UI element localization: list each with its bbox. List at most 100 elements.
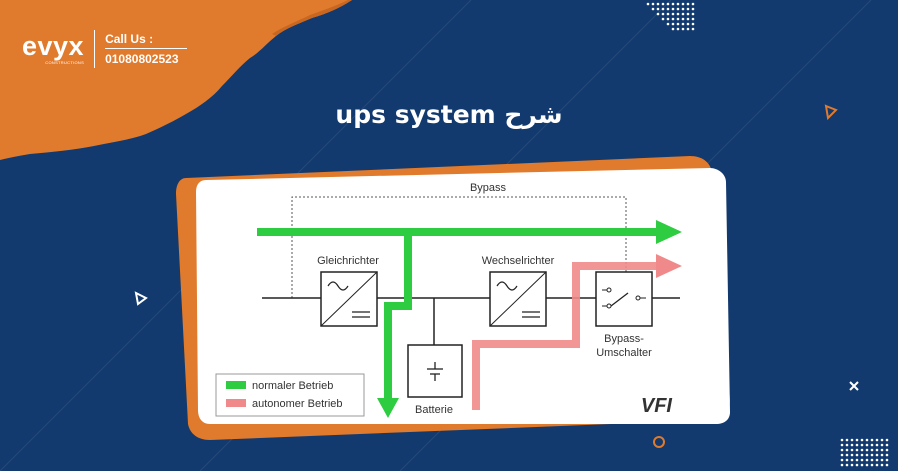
dot: [840, 448, 844, 452]
dot: [860, 458, 864, 462]
dot: [885, 438, 889, 442]
bypass-switch-block: [595, 271, 653, 327]
autonomous-path-arrow: [472, 262, 660, 410]
orange-torn-shape: [0, 0, 352, 160]
legend-label-normal: normaler Betrieb: [252, 380, 333, 392]
dot: [855, 448, 859, 452]
dot: [845, 438, 849, 442]
dot: [885, 443, 889, 447]
dot: [686, 2, 690, 6]
dot: [676, 2, 680, 6]
logo[interactable]: evyx CONSTRUCTIONS: [22, 31, 85, 66]
dot: [855, 438, 859, 442]
page-title: شرح ups system: [335, 100, 563, 129]
dot: [880, 458, 884, 462]
dot: [870, 448, 874, 452]
dot: [676, 7, 680, 11]
bypass-switch-label-2: Umschalter: [596, 347, 652, 359]
dot: [661, 7, 665, 11]
dot: [840, 458, 844, 462]
dot: [691, 17, 695, 21]
dot: [671, 22, 675, 26]
dot: [880, 448, 884, 452]
normal-down-arrowhead: [377, 398, 399, 418]
dot: [666, 22, 670, 26]
dot: [850, 453, 854, 457]
dot: [681, 17, 685, 21]
dot: [676, 17, 680, 21]
dot: [676, 22, 680, 26]
dot: [850, 438, 854, 442]
dot: [656, 7, 660, 11]
dot: [681, 7, 685, 11]
plus-cross-icon: [849, 381, 859, 391]
dot: [656, 2, 660, 6]
legend-swatch-autonomous: [226, 399, 246, 407]
dot: [865, 438, 869, 442]
dot: [850, 463, 854, 467]
dot: [870, 443, 874, 447]
dot: [661, 2, 665, 6]
orange-torn-edge: [272, 0, 352, 36]
dot: [671, 17, 675, 21]
dot: [855, 443, 859, 447]
inverter-label: Wechselrichter: [482, 255, 555, 267]
dot: [860, 463, 864, 467]
dot: [880, 443, 884, 447]
legend: normaler Betrieb autonomer Betrieb: [215, 373, 365, 417]
ac-wave-icon: [327, 281, 349, 291]
inverter-block: [489, 271, 547, 327]
dot: [676, 27, 680, 31]
dot: [850, 448, 854, 452]
dot: [671, 12, 675, 16]
vfi-label: VFI: [641, 395, 673, 417]
normal-arrowhead: [656, 220, 682, 244]
dot: [870, 453, 874, 457]
call-us-block: Call Us : 01080802523: [105, 32, 188, 66]
dot: [840, 438, 844, 442]
dot: [865, 443, 869, 447]
ac-wave-icon: [496, 281, 518, 291]
dot: [860, 438, 864, 442]
dot: [850, 458, 854, 462]
dot: [880, 463, 884, 467]
dot: [845, 453, 849, 457]
dot: [691, 7, 695, 11]
dot: [845, 443, 849, 447]
dot: [686, 7, 690, 11]
dot: [651, 2, 655, 6]
dot: [840, 453, 844, 457]
rectifier-label: Gleichrichter: [317, 255, 379, 267]
dot: [865, 458, 869, 462]
battery-label: Batterie: [415, 404, 453, 416]
dot: [875, 438, 879, 442]
circle-outline-icon: [653, 436, 665, 448]
dot: [885, 453, 889, 457]
normal-path-down: [384, 232, 412, 400]
logo-text: evyx: [22, 31, 85, 61]
battery-block: [407, 344, 463, 398]
call-us-label: Call Us :: [105, 32, 154, 46]
dot: [875, 458, 879, 462]
dot: [686, 22, 690, 26]
triangle-outline-icon: [824, 104, 838, 121]
dot: [850, 443, 854, 447]
brand-header: evyx CONSTRUCTIONS Call Us : 01080802523: [22, 30, 188, 68]
dot-grid-bottom-right: [840, 438, 889, 467]
dot: [865, 453, 869, 457]
dot: [845, 448, 849, 452]
bypass-label: Bypass: [470, 182, 507, 194]
logo-subtext: CONSTRUCTIONS: [45, 60, 85, 65]
dot: [671, 27, 675, 31]
dot: [860, 448, 864, 452]
dot: [855, 453, 859, 457]
dot: [870, 463, 874, 467]
dot: [651, 7, 655, 11]
dot: [885, 463, 889, 467]
phone-number[interactable]: 01080802523: [105, 52, 179, 66]
dot: [691, 22, 695, 26]
legend-label-autonomous: autonomer Betrieb: [252, 398, 343, 410]
call-us-underline: [105, 48, 188, 49]
dot: [840, 463, 844, 467]
